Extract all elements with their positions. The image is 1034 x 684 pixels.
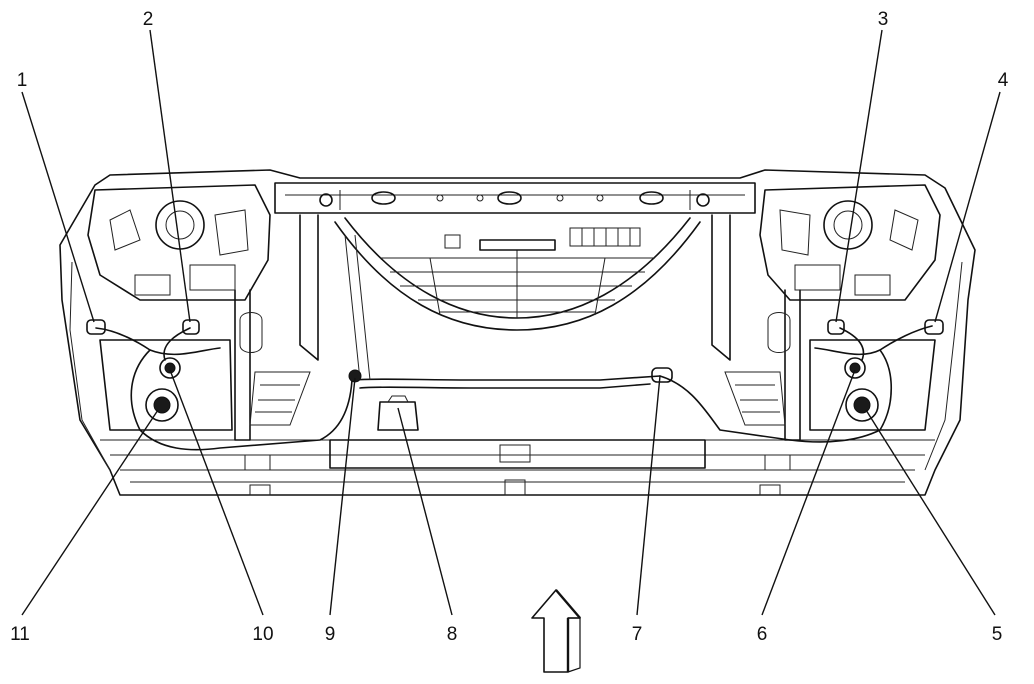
connector-3 xyxy=(827,319,845,335)
connector-7 xyxy=(651,367,673,383)
callout-4: 4 xyxy=(998,70,1009,91)
component-8 xyxy=(377,401,419,431)
connector-2 xyxy=(182,319,200,335)
leader-line-8 xyxy=(397,407,453,616)
wiring-harness xyxy=(95,234,933,451)
callout-2: 2 xyxy=(143,9,154,30)
callout-1: 1 xyxy=(17,70,28,91)
connector-1 xyxy=(86,319,106,335)
left-fog-lamp-area xyxy=(99,339,311,431)
leader-lines xyxy=(21,29,1001,616)
callout-10: 10 xyxy=(252,624,273,645)
callout-labels: 1 2 3 4 5 6 7 8 9 10 11 xyxy=(10,9,1009,645)
callout-5: 5 xyxy=(992,624,1003,645)
leader-line-7 xyxy=(636,375,661,616)
connector-4 xyxy=(924,319,944,335)
leader-line-10 xyxy=(169,369,264,616)
leader-line-5 xyxy=(865,409,996,616)
connectors xyxy=(86,319,944,431)
grille xyxy=(334,217,701,331)
leader-line-11 xyxy=(21,409,159,616)
up-arrow-icon xyxy=(531,589,581,673)
upper-radiator-support xyxy=(274,182,756,214)
leader-line-4 xyxy=(934,91,1001,323)
callout-11: 11 xyxy=(10,624,30,645)
leader-line-3 xyxy=(835,29,883,323)
leader-line-2 xyxy=(149,29,191,323)
lower-beam xyxy=(244,439,791,496)
callout-3: 3 xyxy=(878,9,889,30)
leader-line-1 xyxy=(21,91,95,323)
leader-line-6 xyxy=(761,369,856,616)
callout-7: 7 xyxy=(632,624,643,645)
right-fog-lamp-area xyxy=(724,339,936,431)
leader-line-9 xyxy=(329,377,356,616)
vertical-supports xyxy=(234,214,801,441)
callout-9: 9 xyxy=(325,624,336,645)
callout-6: 6 xyxy=(757,624,768,645)
front-fascia-outline xyxy=(59,169,976,496)
callout-8: 8 xyxy=(447,624,458,645)
right-headlamp-assembly xyxy=(759,184,941,301)
